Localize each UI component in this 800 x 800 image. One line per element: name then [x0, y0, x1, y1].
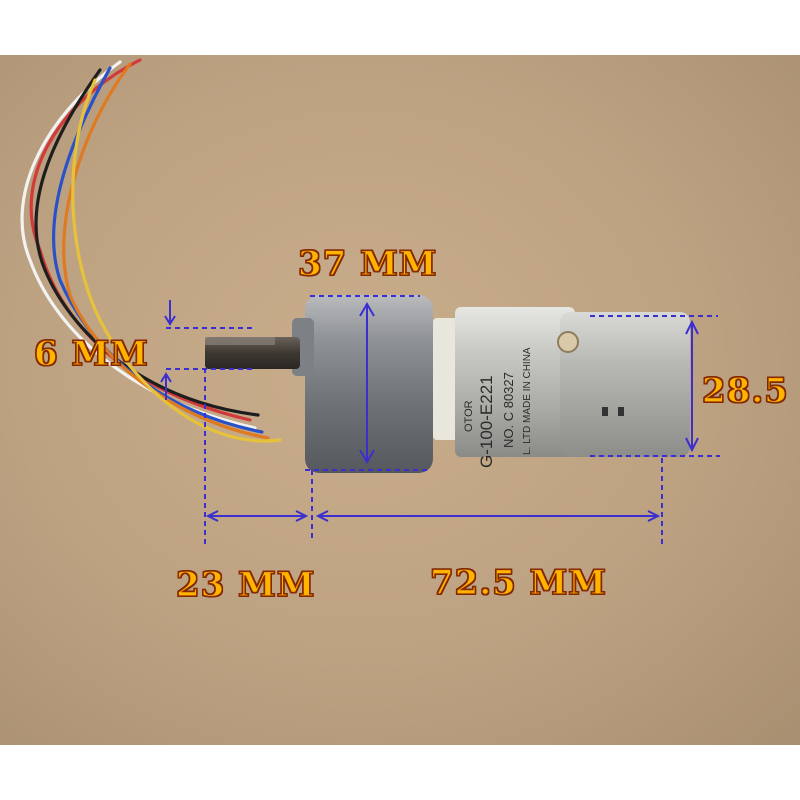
encoder-slot-2: [618, 407, 624, 416]
encoder-cap: [560, 312, 690, 457]
encoder-slot-1: [602, 407, 608, 416]
motor-print-line4: L. LTD MADE IN CHINA: [522, 347, 533, 455]
motor-print-line3: NO. C 80327: [501, 372, 516, 448]
dim-285-head-top: [685, 319, 699, 335]
terminal-screw: [557, 331, 579, 353]
label-body-length: 72.5 MM: [429, 562, 607, 603]
dim-6-head-down: [164, 315, 176, 326]
dim-285-head-bottom: [685, 437, 699, 453]
label-shaft-diameter: 6 MM: [33, 333, 149, 374]
shaft-flat: [205, 337, 275, 345]
label-motor-diameter: 28.5: [701, 370, 789, 411]
motor-print-line1: OTOR: [463, 400, 475, 432]
dim-6-head-up: [160, 372, 172, 383]
wire-black: [34, 68, 260, 417]
label-flange-width: 37 MM: [297, 243, 438, 284]
motor-can: [455, 307, 575, 457]
wire-bundle: [20, 58, 282, 443]
dim-725-head-left: [315, 510, 329, 522]
gearbox-flange: [305, 295, 433, 473]
wire-yellow: [71, 78, 282, 443]
dimension-lines: [160, 295, 720, 548]
dim-37-head-bottom: [359, 449, 375, 464]
label-shaft-length: 23 MM: [175, 564, 316, 605]
wire-blue: [52, 66, 264, 434]
motor-print-line2: G-100-E221: [477, 375, 496, 468]
dim-23-head-left: [205, 510, 219, 522]
dim-37-head-top: [359, 302, 375, 317]
dim-23-head-right: [295, 510, 309, 522]
wire-orange: [62, 62, 270, 440]
dim-725-head-right: [647, 510, 661, 522]
